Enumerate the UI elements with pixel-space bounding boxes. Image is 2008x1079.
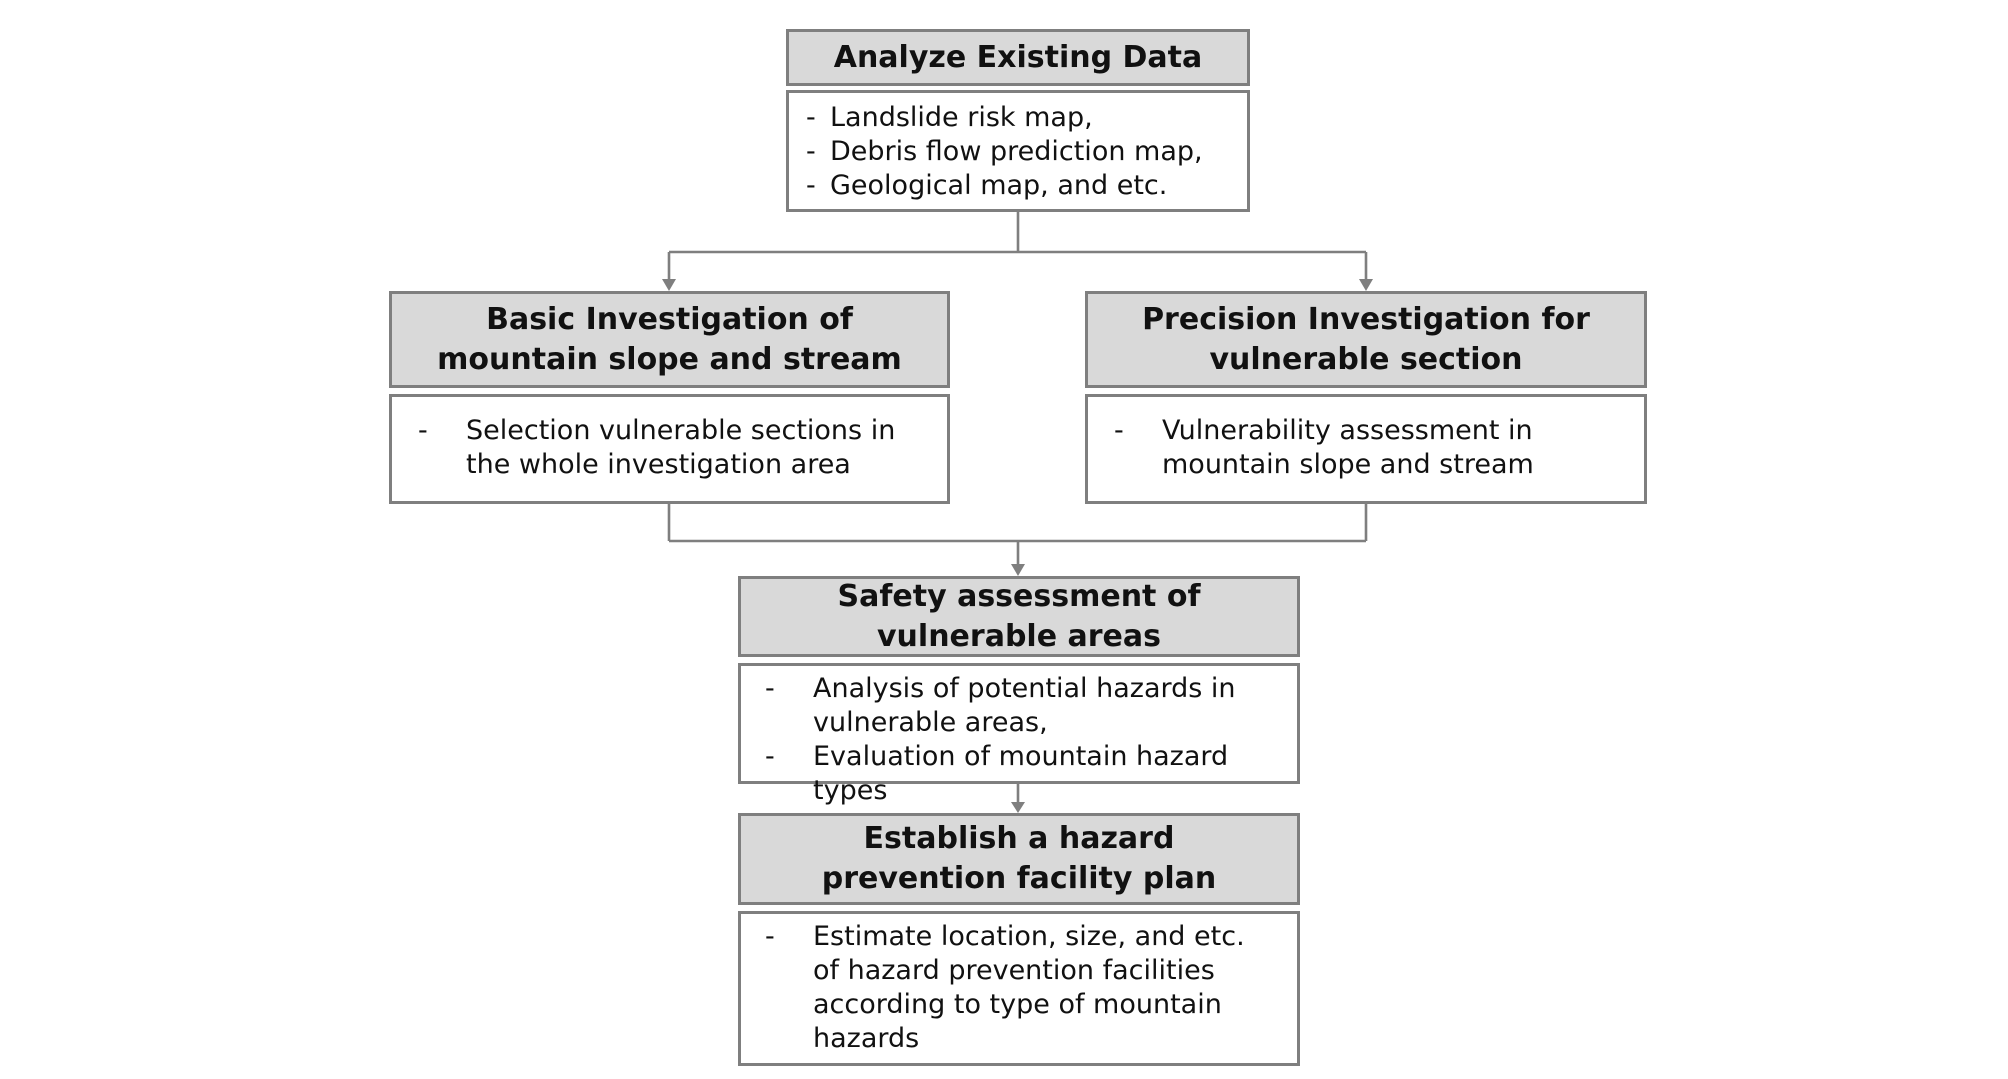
precision-investigation-title: Precision Investigation for vulnerable s… xyxy=(1142,301,1590,377)
establish-plan-title: Establish a hazard prevention facility p… xyxy=(821,821,1217,896)
basic-item: Selection vulnerable sections in the who… xyxy=(404,414,935,482)
safety-assessment-details: Analysis of potential hazards in vulnera… xyxy=(738,663,1300,806)
establish-item: Estimate location, size, and etc. of haz… xyxy=(751,920,1257,1056)
basic-investigation-title: Basic Investigation of mountain slope an… xyxy=(437,301,902,377)
basic-investigation-header: Basic Investigation of mountain slope an… xyxy=(389,291,950,388)
basic-investigation-details: Selection vulnerable sections in the who… xyxy=(389,394,950,504)
precision-investigation-header: Precision Investigation for vulnerable s… xyxy=(1085,291,1647,388)
safety-item: Evaluation of mountain hazard types xyxy=(751,740,1287,808)
precision-item: Vulnerability assessment in mountain slo… xyxy=(1100,414,1604,482)
arrowhead-to-precision xyxy=(1359,279,1373,291)
safety-assessment-title: Safety assessment of vulnerable areas xyxy=(837,578,1201,654)
analyze-existing-data-details: Landslide risk map, Debris flow predicti… xyxy=(786,90,1250,212)
safety-assessment-header: Safety assessment of vulnerable areas xyxy=(738,576,1300,657)
establish-plan-details: Estimate location, size, and etc. of haz… xyxy=(738,911,1300,1066)
analyze-existing-data-header: Analyze Existing Data xyxy=(786,29,1250,86)
precision-investigation-details: Vulnerability assessment in mountain slo… xyxy=(1085,394,1647,504)
analyze-item: Geological map, and etc. xyxy=(806,169,1237,203)
analyze-existing-data-title: Analyze Existing Data xyxy=(833,39,1203,75)
establish-plan-header: Establish a hazard prevention facility p… xyxy=(738,813,1300,905)
analyze-item: Landslide risk map, xyxy=(806,101,1237,135)
arrowhead-to-safety xyxy=(1011,564,1025,576)
arrowhead-to-basic xyxy=(662,279,676,291)
analyze-item: Debris flow prediction map, xyxy=(806,135,1237,169)
safety-item: Analysis of potential hazards in vulnera… xyxy=(751,672,1287,740)
